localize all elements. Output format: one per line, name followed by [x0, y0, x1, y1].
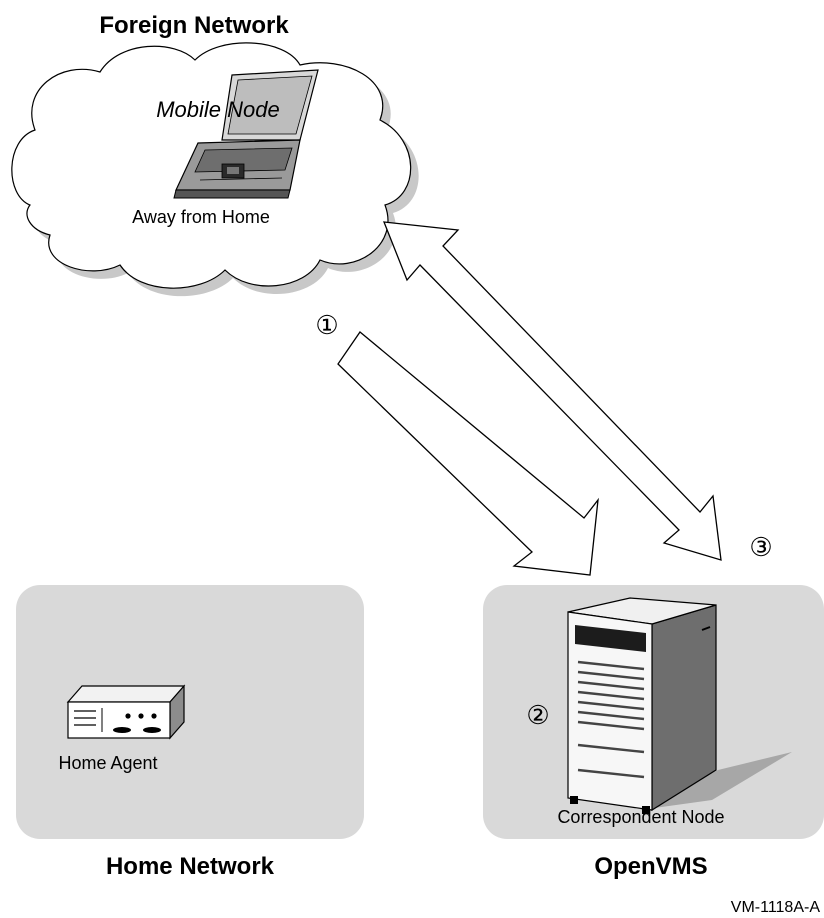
foreign-network-title: Foreign Network	[99, 12, 289, 39]
mobile-node-label: Mobile Node	[156, 97, 280, 122]
away-from-home-label: Away from Home	[132, 207, 270, 227]
openvms-title: OpenVMS	[594, 853, 707, 880]
home-network-title: Home Network	[106, 853, 275, 880]
step-2-marker: ②	[526, 700, 549, 730]
home-network-panel	[16, 585, 364, 839]
home-agent-label: Home Agent	[58, 753, 157, 773]
figure-id: VM-1118A-A	[731, 899, 821, 916]
bidirectional-arrow-3	[382, 221, 722, 561]
correspondent-node-label: Correspondent Node	[557, 807, 724, 827]
step-3-marker: ③	[749, 532, 772, 562]
server-tower-icon	[567, 597, 792, 814]
router-icon	[66, 684, 186, 740]
request-arrow-1	[337, 331, 599, 576]
step-1-marker: ①	[315, 310, 338, 340]
laptop-icon	[173, 69, 319, 199]
